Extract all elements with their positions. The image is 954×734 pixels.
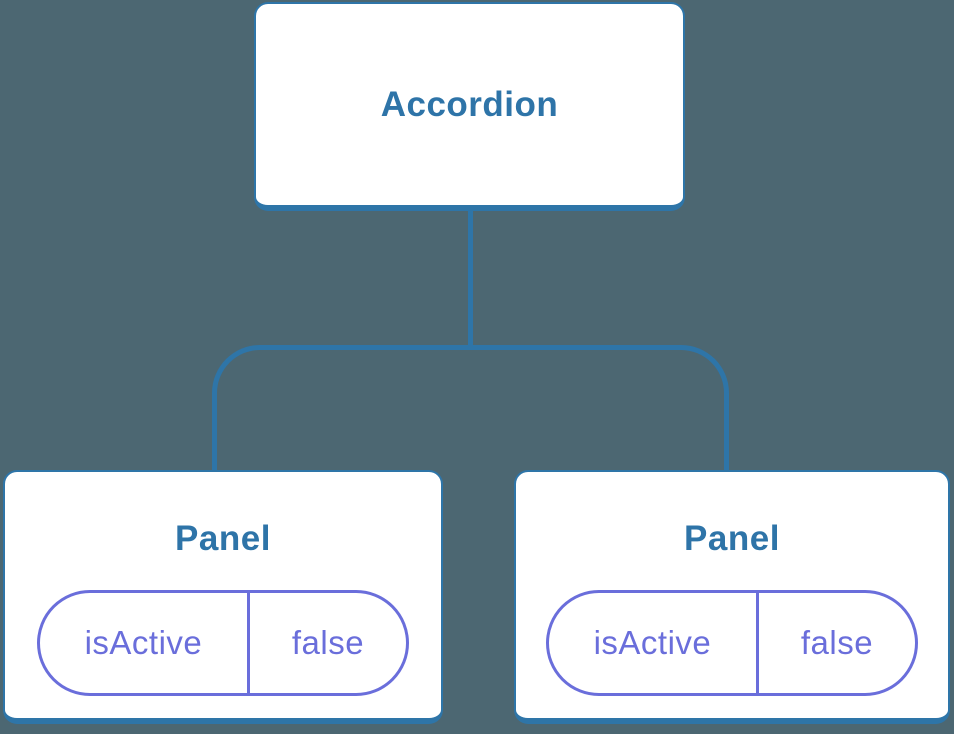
prop-pill-right: isActive false	[546, 590, 918, 696]
root-connector-line	[468, 209, 473, 349]
branch-connector-bracket	[212, 345, 729, 470]
prop-value-right: false	[755, 593, 915, 693]
prop-value-left: false	[246, 593, 406, 693]
prop-pill-left: isActive false	[37, 590, 409, 696]
accordion-node-label: Accordion	[380, 84, 559, 124]
panel-node-right: Panel isActive false	[514, 470, 950, 724]
panel-node-right-label: Panel	[684, 519, 780, 558]
prop-name-left: isActive	[84, 624, 203, 661]
panel-node-left: Panel isActive false	[3, 470, 443, 724]
panel-node-left-label: Panel	[175, 519, 271, 558]
prop-name-right: isActive	[593, 624, 712, 661]
accordion-node: Accordion	[254, 2, 685, 211]
